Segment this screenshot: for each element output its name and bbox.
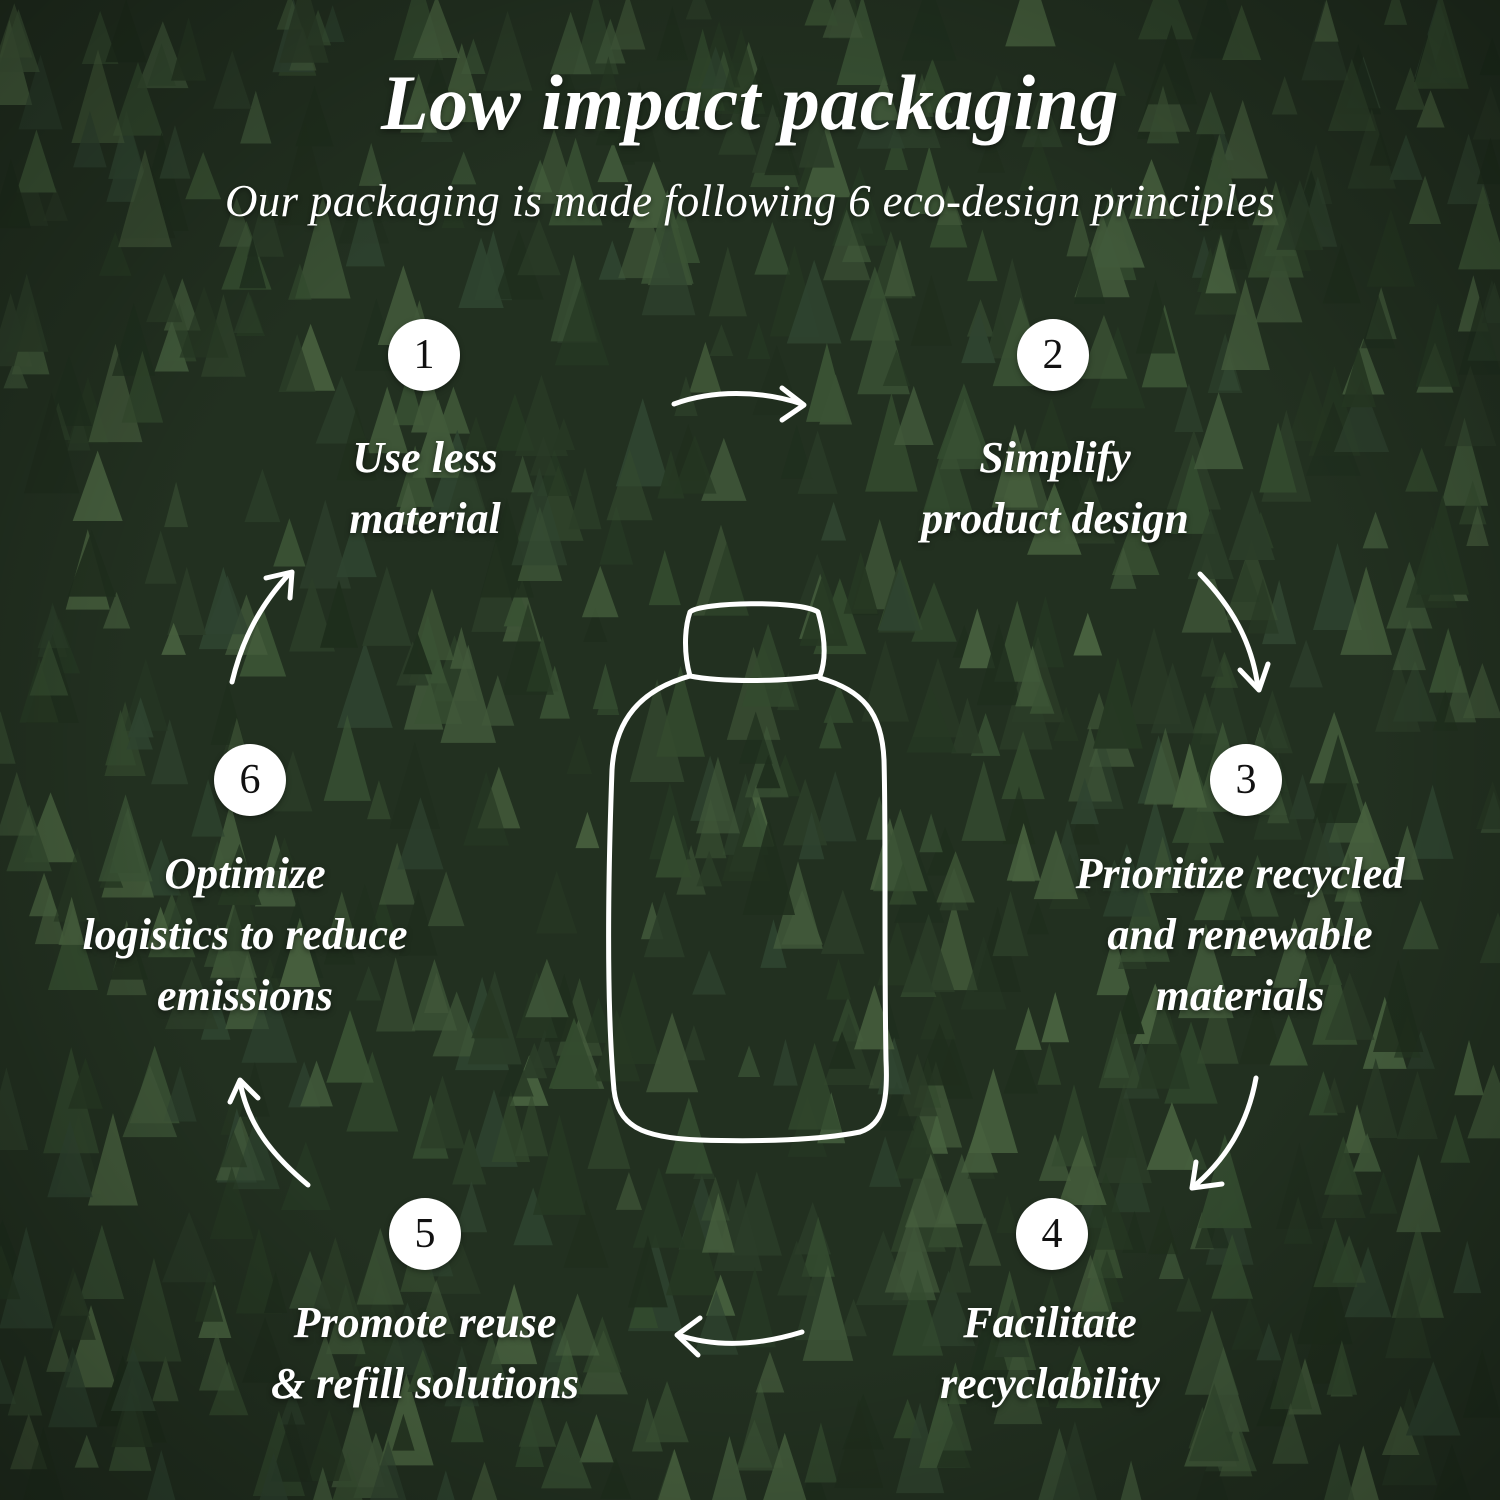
step-3-line-2: and renewable [1107, 910, 1373, 959]
step-4-line-1: Facilitate [963, 1298, 1137, 1347]
step-3-line-1: Prioritize recycled [1075, 849, 1405, 898]
step-1-label: Use less material [250, 427, 600, 549]
step-4-number-badge: 4 [1016, 1198, 1088, 1270]
step-5-line-2: & refill solutions [270, 1359, 580, 1408]
step-1-number-badge: 1 [388, 319, 460, 391]
arrow-1-to-2 [671, 385, 807, 423]
step-4-line-2: recyclability [940, 1359, 1160, 1408]
step-2-number-badge: 2 [1017, 319, 1089, 391]
step-3-number-badge: 3 [1210, 744, 1282, 816]
step-2-line-2: product design [921, 494, 1189, 543]
step-2-label: Simplify product design [850, 427, 1260, 549]
step-6-number-badge: 6 [214, 744, 286, 816]
page-title: Low impact packaging [381, 59, 1119, 146]
step-4-label: Facilitate recyclability [860, 1292, 1240, 1414]
step-6-label: Optimize logistics to reduce emissions [40, 843, 450, 1026]
arrow-6-to-1 [229, 569, 295, 685]
arrow-5-to-6 [227, 1077, 311, 1188]
bottle-outline-icon [606, 601, 889, 1144]
step-5-number-badge: 5 [389, 1198, 461, 1270]
arrow-3-to-4 [1189, 1075, 1259, 1191]
arrow-2-to-3 [1197, 571, 1271, 693]
step-1-line-1: Use less [352, 433, 498, 482]
step-3-label: Prioritize recycled and renewable materi… [1020, 843, 1460, 1026]
step-6-line-2: logistics to reduce [82, 910, 408, 959]
step-2-line-1: Simplify [979, 433, 1131, 482]
step-3-line-3: materials [1155, 971, 1325, 1020]
step-6-line-1: Optimize [164, 849, 326, 898]
step-5-label: Promote reuse & refill solutions [220, 1292, 630, 1414]
step-1-line-2: material [349, 494, 501, 543]
step-5-line-1: Promote reuse [293, 1298, 557, 1347]
step-6-line-3: emissions [156, 971, 334, 1020]
page-subtitle: Our packaging is made following 6 eco-de… [224, 176, 1276, 226]
arrow-4-to-5 [674, 1315, 805, 1358]
